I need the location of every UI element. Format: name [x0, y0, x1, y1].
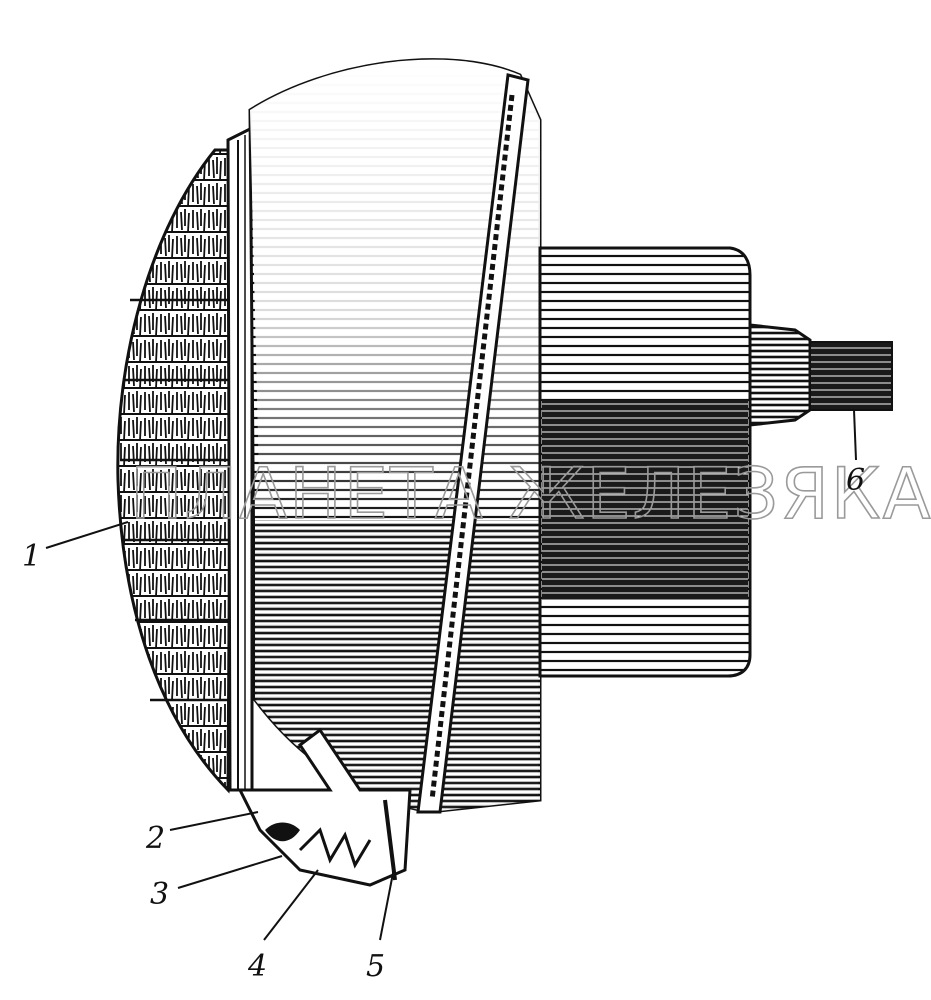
leader-line-4: [263, 869, 319, 941]
watermark-text: ПЛАНЕТА ЖЕЛЕЗЯКА: [130, 453, 931, 535]
lens: [116, 148, 234, 794]
mounting-bracket: [237, 727, 412, 887]
callout-2: 2: [145, 821, 165, 856]
leader-line-6: [853, 409, 857, 461]
rear-housing: [538, 246, 752, 678]
leader-line-3: [177, 855, 283, 889]
callout-6: 6: [846, 463, 865, 498]
leader-lines: [45, 409, 857, 941]
callout-1: 1: [22, 539, 41, 574]
leader-line-1: [45, 521, 129, 549]
leader-line-5: [379, 867, 395, 941]
callout-4: 4: [247, 949, 267, 984]
callout-5: 5: [366, 949, 385, 984]
leader-line-2: [169, 811, 259, 831]
callout-3: 3: [150, 877, 169, 912]
cable-boot: [748, 323, 812, 427]
retaining-rim: [416, 73, 530, 814]
cable: [809, 341, 893, 411]
